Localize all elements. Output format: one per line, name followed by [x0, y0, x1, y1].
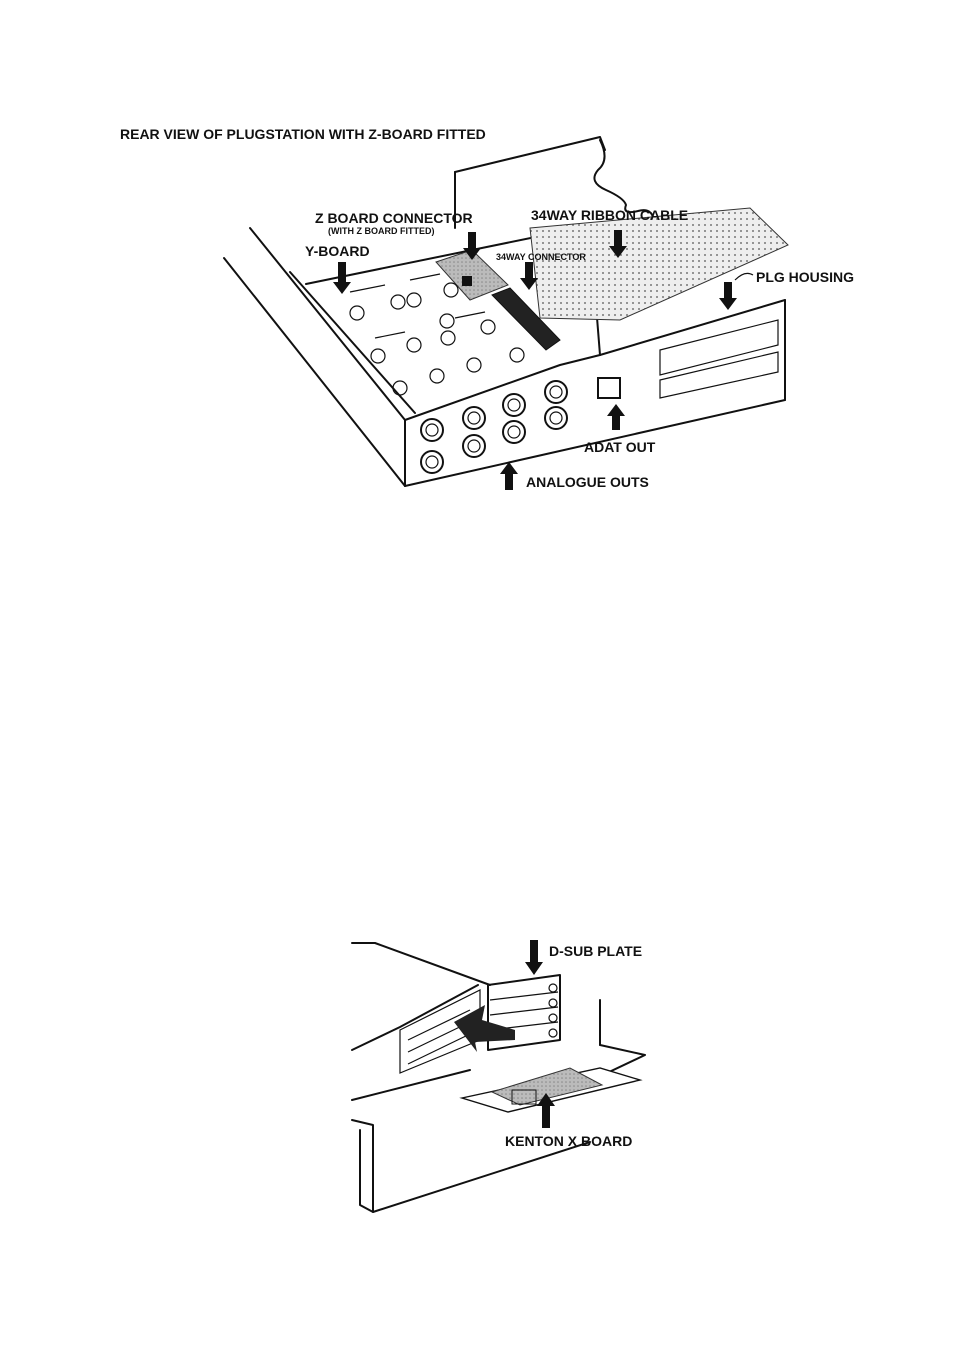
- label-34way-connector: 34WAY CONNECTOR: [496, 252, 586, 262]
- arrow-plg-housing: [719, 282, 737, 310]
- arrow-ribbon-cable: [609, 230, 627, 258]
- ribbon-cable: [529, 207, 789, 321]
- arrow-y-board: [333, 262, 351, 294]
- figure1-arrows: [333, 230, 737, 490]
- label-kenton-x-board: KENTON X BOARD: [505, 1133, 632, 1149]
- label-plg-housing: PLG HOUSING: [756, 269, 854, 285]
- figure2-x-board-installation: D-SUB PLATE KENTON X BOARD: [351, 940, 646, 1213]
- figure2-chassis: [351, 942, 646, 1213]
- x-board-chip: [511, 1089, 537, 1105]
- x-board: [490, 1067, 604, 1106]
- label-ribbon-cable: 34WAY RIBBON CABLE: [531, 207, 688, 223]
- arrow-kenton-x-board: [537, 1093, 555, 1128]
- figure2-arrows: [525, 940, 555, 1128]
- chassis-outline: [223, 136, 786, 487]
- figure1-plugstation-rear-view: REAR VIEW OF PLUGSTATION WITH Z-BOARD FI…: [120, 126, 854, 490]
- insert-arrow: [454, 1005, 515, 1052]
- label-z-board-fitted: (WITH Z BOARD FITTED): [328, 226, 434, 236]
- y-board-components: [349, 273, 525, 396]
- z-board: [435, 249, 509, 301]
- label-analogue-outs: ANALOGUE OUTS: [526, 474, 649, 490]
- arrow-d-sub-plate: [525, 940, 543, 975]
- connector-34way: [491, 287, 561, 351]
- label-y-board: Y-BOARD: [305, 243, 370, 259]
- arrow-adat-out: [607, 404, 625, 430]
- arrow-34way-connector: [520, 262, 538, 290]
- label-d-sub-plate: D-SUB PLATE: [549, 943, 642, 959]
- label-z-board-connector: Z BOARD CONNECTOR: [315, 210, 473, 226]
- figure1-title: REAR VIEW OF PLUGSTATION WITH Z-BOARD FI…: [120, 126, 486, 142]
- label-adat-out: ADAT OUT: [584, 439, 656, 455]
- adat-out-connector: [597, 377, 621, 399]
- plg-housing-leader: [734, 272, 754, 281]
- arrow-analogue-outs: [500, 462, 518, 490]
- arrow-z-board-connector: [463, 232, 481, 260]
- z-board-chip: [462, 276, 472, 286]
- analogue-out-jacks: [420, 380, 568, 474]
